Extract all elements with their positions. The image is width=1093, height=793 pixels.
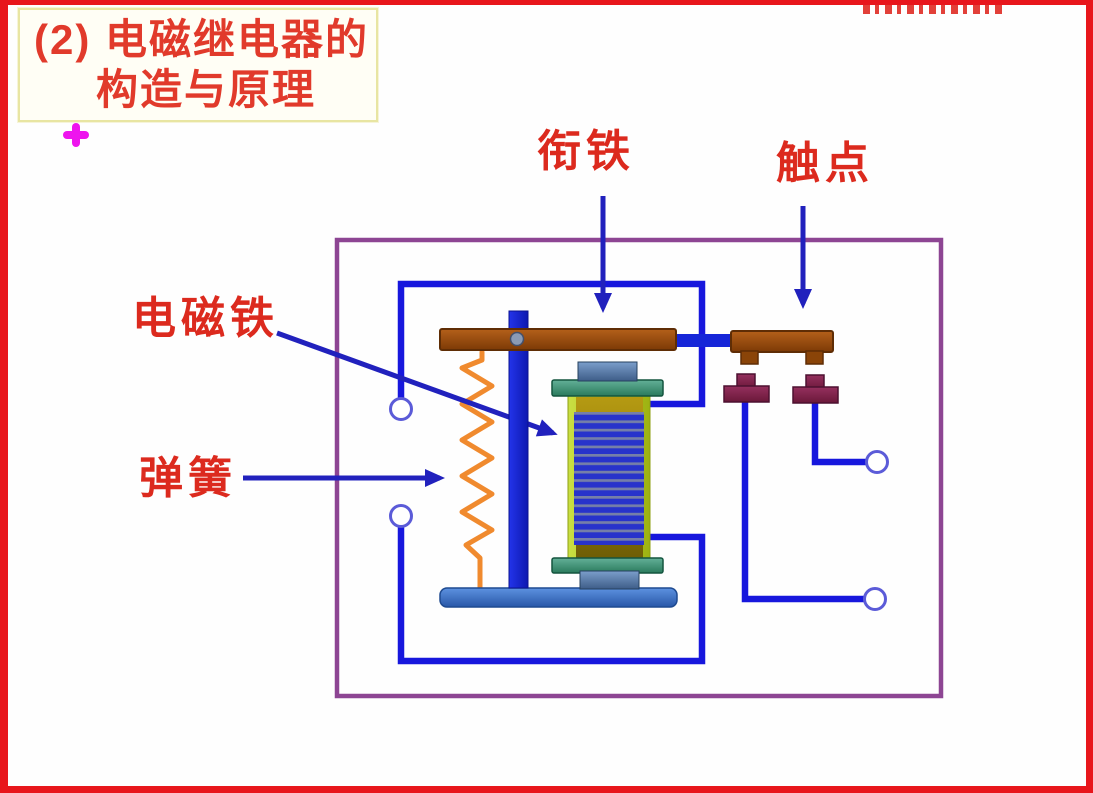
label-arrows xyxy=(243,196,812,487)
coil-cap-top xyxy=(577,361,638,382)
contact-wire-right xyxy=(811,401,866,466)
terminal-coil-upper xyxy=(389,397,413,421)
clipped-red-text-fragment xyxy=(863,5,1003,14)
magenta-plus-icon xyxy=(63,123,89,147)
armature-leg-right xyxy=(805,350,824,365)
electromagnet-pointer-arrow xyxy=(276,330,558,437)
contact-circuit-wires xyxy=(741,401,866,603)
coil-cap-bottom xyxy=(579,570,640,590)
armature-bar-left xyxy=(439,328,677,351)
terminal-coil-lower xyxy=(389,504,413,528)
armature-blue-link xyxy=(672,334,734,347)
pivot-dot xyxy=(509,331,525,347)
armature-assembly xyxy=(439,328,834,365)
relay-diagram xyxy=(243,196,944,699)
contact-left-base xyxy=(723,385,770,403)
coil-flange-top xyxy=(551,379,664,397)
coil-wire-lower xyxy=(397,525,706,665)
coil-wire-upper xyxy=(397,280,706,408)
circuit-terminals xyxy=(389,397,889,611)
label-electromagnet: 电磁铁 xyxy=(132,294,279,343)
relay-housing-frame xyxy=(334,237,944,699)
label-spring: 弹簧 xyxy=(139,454,237,503)
terminal-contact-lower xyxy=(863,587,887,611)
spring-coil xyxy=(459,349,495,591)
pivot-post xyxy=(508,310,529,589)
contact-right-base xyxy=(792,386,839,404)
label-armature: 衔铁 xyxy=(537,127,635,176)
electromagnet-coil xyxy=(551,361,664,590)
contact-wire-left xyxy=(741,401,864,603)
title-box: (2) 电磁继电器的 构造与原理 xyxy=(18,8,378,122)
coil-circuit-wires xyxy=(397,280,706,665)
label-contact: 触点 xyxy=(776,139,874,188)
coil-windings xyxy=(574,412,644,545)
base-plate xyxy=(439,587,678,608)
slide-title-line1: (2) 电磁继电器的 xyxy=(34,16,370,63)
armature-bar-right xyxy=(730,330,834,353)
slide-title-line2: 构造与原理 xyxy=(96,66,317,113)
contact-points xyxy=(723,373,839,404)
armature-leg-left xyxy=(740,350,759,365)
terminal-contact-upper xyxy=(865,450,889,474)
